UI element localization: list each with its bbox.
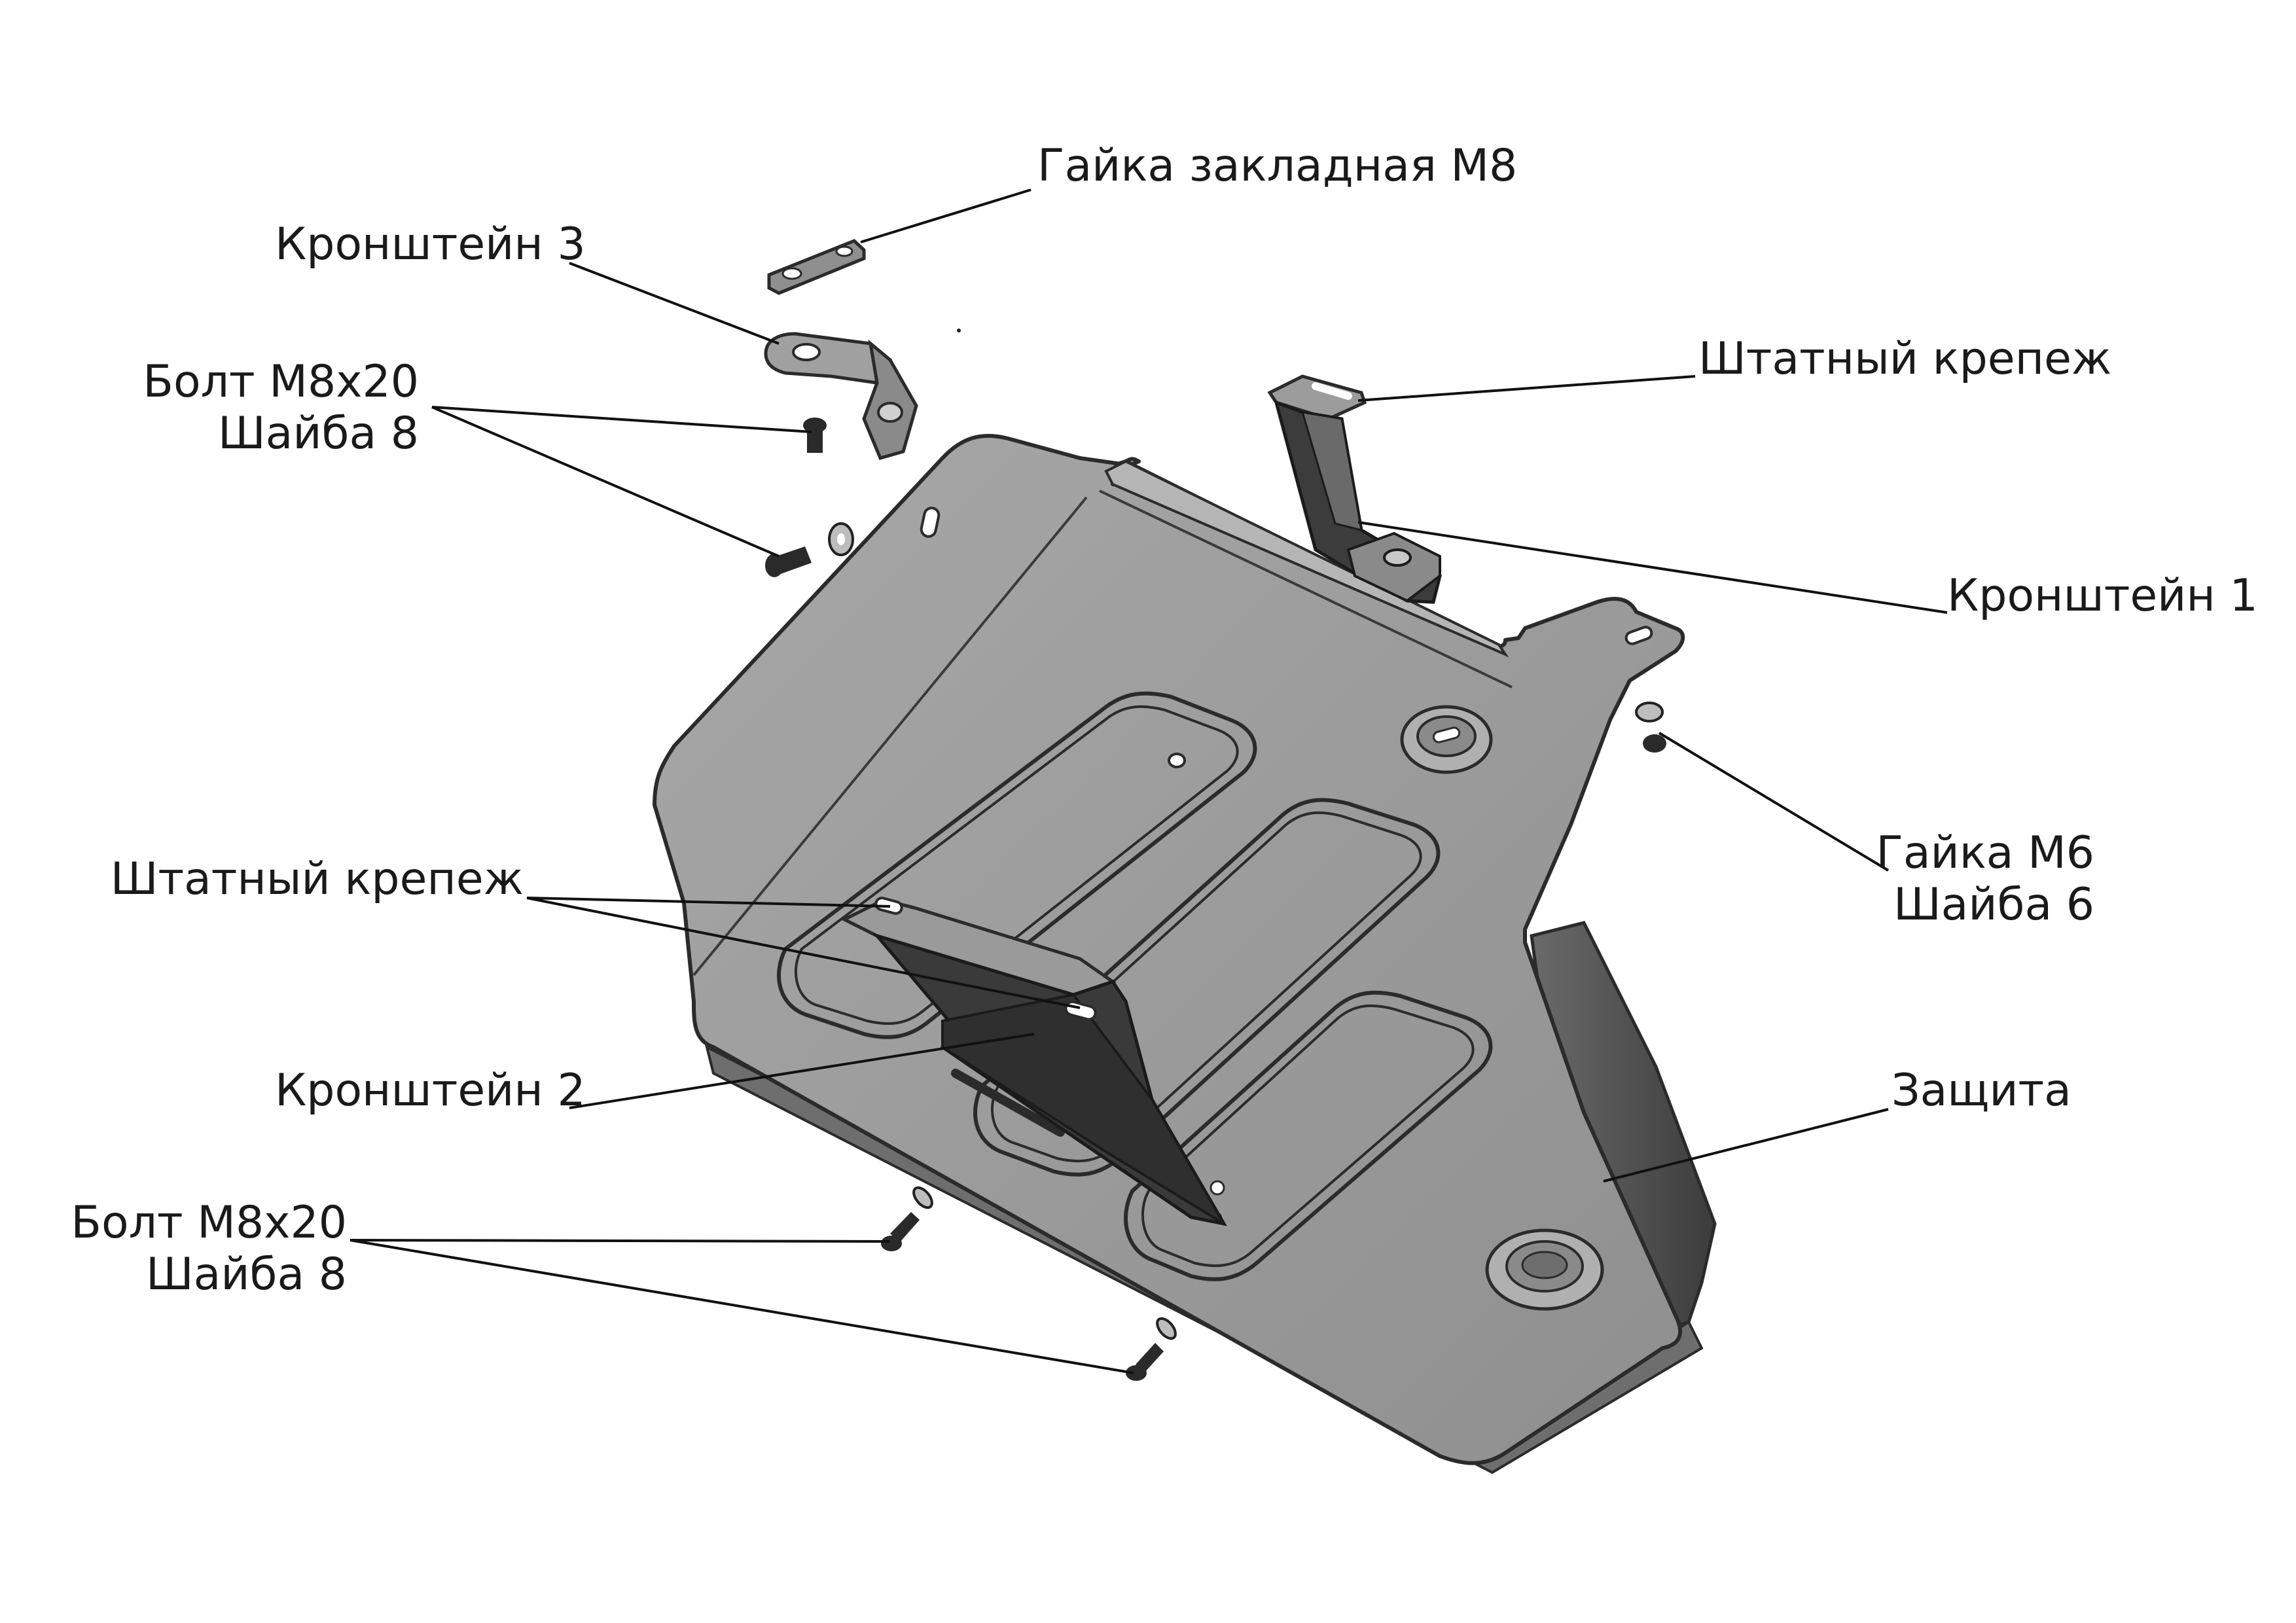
- stray-dot: [957, 329, 961, 332]
- label-bolt-washer-bottom: Болт М8х20 Шайба 8: [59, 1197, 347, 1301]
- leader-std-fastener-top: [1357, 375, 1696, 402]
- embedded-nut-plate: [767, 239, 866, 295]
- leader-bracket1: [1357, 521, 1948, 614]
- bracket-3-hole: [792, 343, 821, 361]
- bracket-1-nut: [1383, 548, 1412, 567]
- guard-small-hole: [1168, 753, 1186, 768]
- label-bolt-bottom-text: Болт М8х20: [71, 1197, 347, 1249]
- bracket-1-arm-light: [1300, 411, 1363, 532]
- label-bracket3: Кронштейн 3: [275, 219, 586, 271]
- leader-lines: [350, 188, 1948, 1374]
- leader-std-fastener-mid-a: [526, 897, 891, 908]
- bracket-2-hole: [1210, 1180, 1225, 1196]
- leader-guard: [1603, 1108, 1889, 1183]
- label-guard: Защита: [1892, 1065, 2072, 1117]
- label-std-fastener-mid: Штатный крепеж: [105, 853, 524, 906]
- rib-1: [777, 691, 1257, 1039]
- rib-1-inner: [794, 705, 1239, 1026]
- guard-slot-right: [1624, 626, 1653, 645]
- label-bolt-washer-top: Болт М8х20 Шайба 8: [131, 356, 419, 460]
- label-embedded-nut: Гайка закладная М8: [1037, 140, 1518, 192]
- bolt-head: [881, 1236, 902, 1251]
- guard-embossed-hole-lower: [1485, 1228, 1604, 1311]
- label-bracket2-text: Кронштейн 2: [275, 1065, 586, 1116]
- bolt-head: [1126, 1365, 1147, 1381]
- label-bolt-top-text: Болт М8х20: [143, 356, 419, 408]
- bolt: [890, 1212, 920, 1242]
- washer: [912, 1186, 933, 1209]
- guard-upper-step: [1104, 459, 1509, 658]
- guard-slot-top: [920, 507, 941, 538]
- bracket-2: [840, 897, 1227, 1226]
- rib-3: [1124, 990, 1493, 1281]
- guard-plate: [653, 433, 1717, 1474]
- guard-slot-lower-1: [951, 1069, 1065, 1137]
- label-bracket3-text: Кронштейн 3: [275, 219, 586, 270]
- bracket-1-foot: [1346, 531, 1441, 603]
- rib-2: [973, 798, 1441, 1177]
- label-bracket1-text: Кронштейн 1: [1947, 570, 2258, 622]
- bracket-1: [1267, 374, 1442, 604]
- label-washer-top-text: Шайба 8: [217, 407, 419, 459]
- bracket-2-face: [941, 993, 1225, 1225]
- guard-ribs: [777, 691, 1493, 1281]
- label-guard-text: Защита: [1892, 1065, 2072, 1116]
- bolt-bottom-2: [1126, 1317, 1177, 1381]
- washer-hole: [837, 533, 845, 545]
- embedded-nut-hole: [781, 267, 802, 280]
- bolt-bottom-1: [881, 1186, 933, 1251]
- rib-2-inner: [990, 811, 1422, 1163]
- bracket-3-bend: [862, 339, 918, 461]
- guard-bend-line-2: [1099, 490, 1513, 688]
- bolt: [1136, 1343, 1164, 1373]
- nut: [1643, 734, 1666, 753]
- bolt-head: [765, 554, 783, 577]
- nut-m6-washer: [1635, 702, 1666, 753]
- label-bracket1: Кронштейн 1: [1947, 570, 2258, 622]
- label-std-fastener-top: Штатный крепеж: [1698, 333, 2112, 385]
- leader-bolt-bottom-b: [350, 1239, 1134, 1374]
- label-washer-bottom-text: Шайба 8: [145, 1248, 347, 1300]
- washer: [1635, 702, 1664, 722]
- leader-bracket2: [569, 1033, 1035, 1109]
- bracket-3: [764, 332, 918, 461]
- embedded-nut-hole-2: [835, 245, 853, 257]
- guard-embossed-hole-upper: [1400, 705, 1493, 774]
- leader-bolt-top-b: [431, 406, 780, 558]
- leader-embedded-nut: [860, 188, 1031, 243]
- label-bracket2: Кронштейн 2: [275, 1065, 586, 1117]
- label-std-fastener-top-text: Штатный крепеж: [1698, 333, 2112, 385]
- bolt-shank: [807, 425, 823, 453]
- guard-plate-body: [653, 433, 1685, 1465]
- label-nut-m6-text: Гайка М6: [1876, 827, 2094, 879]
- leader-bolt-bottom-a: [350, 1239, 891, 1243]
- leader-std-fastener-mid-b: [526, 897, 1081, 1009]
- washer: [1156, 1317, 1177, 1340]
- label-nut-washer-m6: Гайка М6 Шайба 6: [1833, 827, 2094, 931]
- bolt-top-2: [765, 522, 854, 577]
- emboss-hole: [1521, 1251, 1568, 1279]
- leader-bolt-top-a: [431, 406, 812, 433]
- label-washer-m6-text: Шайба 6: [1893, 878, 2094, 931]
- leader-bracket3: [569, 262, 780, 345]
- label-std-fastener-mid-text: Штатный крепеж: [110, 853, 524, 905]
- rib-3-inner: [1141, 1004, 1475, 1268]
- leader-nut-m6: [1658, 732, 1890, 872]
- label-embedded-nut-text: Гайка закладная М8: [1037, 140, 1518, 192]
- emboss-slot: [1432, 726, 1461, 743]
- bracket-3-nut: [877, 402, 903, 423]
- guard-bend-line: [692, 496, 1088, 976]
- bolt-top-1: [803, 418, 827, 453]
- bracket-1-slot: [1312, 382, 1352, 400]
